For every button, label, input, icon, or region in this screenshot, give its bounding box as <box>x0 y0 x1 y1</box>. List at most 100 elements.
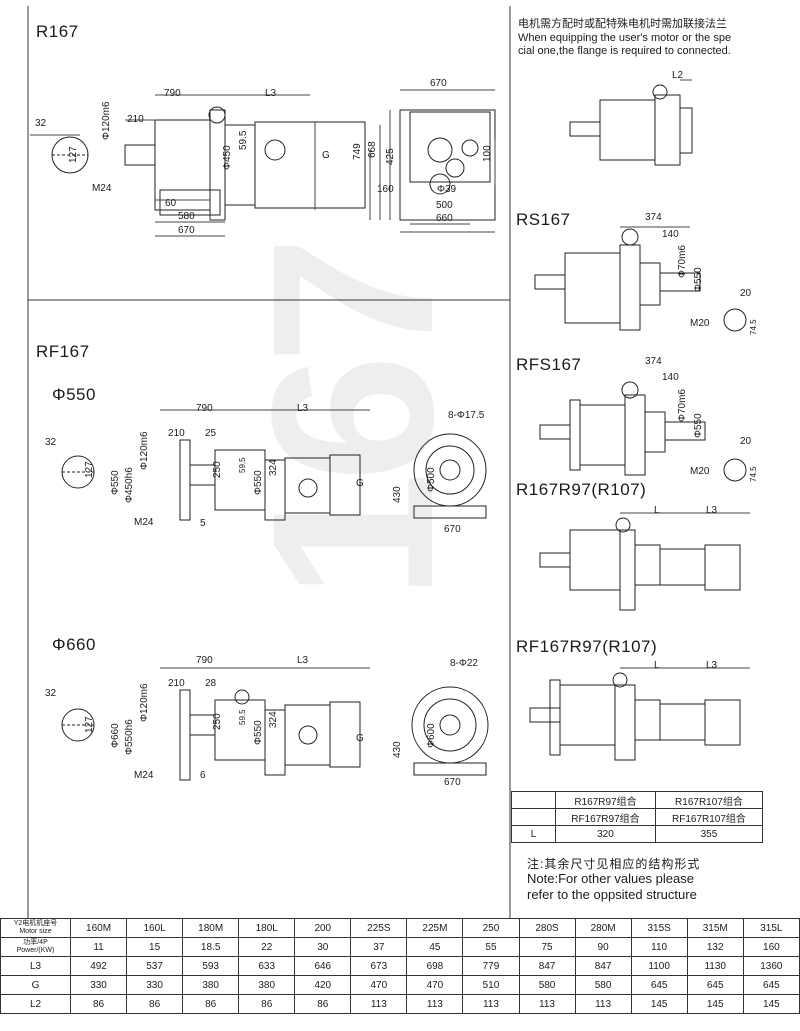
rs167-k-20: 20 <box>740 288 752 299</box>
rfs167-len-374: 374 <box>645 356 662 367</box>
r167r97-drawing <box>520 505 760 610</box>
r167-h-668: 668 <box>367 141 378 158</box>
phi550-len-790: 790 <box>196 403 213 414</box>
table-cell: 1100 <box>630 956 688 976</box>
phi660-g: G <box>356 733 364 744</box>
phi660-drawing <box>30 660 500 785</box>
table-cell: 86 <box>126 994 184 1014</box>
rfs167-title: RFS167 <box>516 355 582 374</box>
table-cell: 330 <box>126 975 184 995</box>
table-row: RF167R97组合 RF167R107组合 <box>511 808 764 826</box>
table-cell: 633 <box>238 956 296 976</box>
phi660-flange-660: Φ660 <box>110 723 121 748</box>
phi550-title: Φ550 <box>52 385 96 404</box>
row-l2-label: L2 <box>0 994 71 1014</box>
table-cell: 160L <box>126 918 184 938</box>
row-l3-label: L3 <box>0 956 71 976</box>
rs167-motor-diameter: Φ550 <box>693 267 704 292</box>
r167-foot-60: 60 <box>165 198 177 209</box>
phi660-thread: M24 <box>134 770 154 781</box>
table-cell: 145 <box>686 994 744 1014</box>
rfs167-thread: M20 <box>690 466 710 477</box>
table-cell: 280M <box>574 918 632 938</box>
note-en-2: refer to the oppsited structure <box>527 887 697 902</box>
table-cell: 420 <box>294 975 352 995</box>
table-cell: 645 <box>630 975 688 995</box>
table-cell: 593 <box>182 956 240 976</box>
flange-drawing <box>560 80 710 190</box>
table-cell: 180M <box>182 918 240 938</box>
rfs167-k-20: 20 <box>740 436 752 447</box>
r167r97-title: R167R97(R107) <box>516 480 647 499</box>
r167-len-790: 790 <box>164 88 181 99</box>
phi660-holes: 8-Φ22 <box>450 658 478 669</box>
r167-h-100: 100 <box>482 145 493 162</box>
r167-w-160: 160 <box>377 184 394 195</box>
r167-drawing <box>30 50 500 300</box>
table-cell: 470 <box>406 975 464 995</box>
r167-title: R167 <box>36 22 79 41</box>
phi660-box: 59.5 <box>238 709 247 725</box>
phi550-g: G <box>356 478 364 489</box>
table-cell: 225M <box>406 918 464 938</box>
table-cell: 145 <box>630 994 688 1014</box>
row-g-label: G <box>0 975 71 995</box>
phi550-len-25: 25 <box>205 428 217 439</box>
phi550-flange-550: Φ550 <box>110 470 121 495</box>
phi550-thread: M24 <box>134 517 154 528</box>
phi660-key-width: 127 <box>84 716 95 733</box>
table-cell: 18.5 <box>182 937 240 957</box>
rs167-thread: M20 <box>690 318 710 329</box>
table-cell: 86 <box>294 994 352 1014</box>
phi550-w-670: 670 <box>444 524 461 535</box>
rs167-title: RS167 <box>516 210 571 229</box>
r167-shaft-diameter: Φ120m6 <box>101 101 112 140</box>
phi660-title: Φ660 <box>52 635 96 654</box>
flange-note-en-2: cial one,the flange is required to conne… <box>518 45 731 57</box>
table-cell: 160M <box>69 918 128 938</box>
phi550-d-324: 324 <box>268 459 279 476</box>
table-cell: 11 <box>69 937 128 957</box>
combo-table: R167R97组合 R167R107组合 RF167R97组合 RF167R10… <box>511 791 764 843</box>
table-cell: 75 <box>518 937 576 957</box>
rfs167-motor-diameter: Φ550 <box>693 413 704 438</box>
r167-w-500: 500 <box>436 200 453 211</box>
table-cell: 847 <box>574 956 632 976</box>
r167-key-width: 127 <box>68 146 79 163</box>
rs167-len-374: 374 <box>645 212 662 223</box>
table-cell: 15 <box>126 937 184 957</box>
table-cell: 225S <box>350 918 408 938</box>
table-cell: 315M <box>686 918 744 938</box>
table-cell: 380 <box>238 975 296 995</box>
table-cell: 180L <box>238 918 296 938</box>
phi660-w-670: 670 <box>444 777 461 788</box>
table-cell: 1130 <box>686 956 744 976</box>
phi550-drawing <box>30 410 500 530</box>
table-cell: 280S <box>518 918 576 938</box>
phi660-shaft-diameter: Φ120m6 <box>139 683 150 722</box>
table-cell: 145 <box>742 994 800 1014</box>
note-en-1: Note:For other values please <box>527 871 694 886</box>
table-cell: 250 <box>462 918 520 938</box>
table-cell: R167R97组合 <box>555 791 656 809</box>
rfs167-k-745: 74.5 <box>749 466 758 482</box>
rf167r97-drawing <box>520 660 760 765</box>
r167-side-width: 670 <box>430 78 447 89</box>
table-cell: 160 <box>742 937 800 957</box>
table-cell: 698 <box>406 956 464 976</box>
phi550-len-l3: L3 <box>297 403 309 414</box>
table-cell: 45 <box>406 937 464 957</box>
table-cell: R167R107组合 <box>654 791 764 809</box>
phi660-motor-diameter: Φ550 <box>253 720 264 745</box>
r167r97-l3: L3 <box>706 505 718 516</box>
phi660-len-790: 790 <box>196 655 213 666</box>
phi550-h-430: 430 <box>392 486 403 503</box>
rf167r97-l3: L3 <box>706 660 718 671</box>
